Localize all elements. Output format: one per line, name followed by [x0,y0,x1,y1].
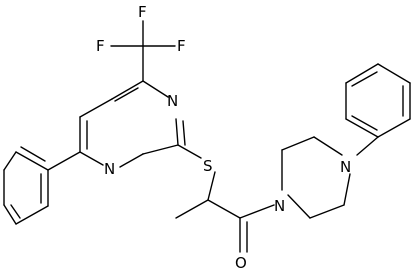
bond-bz-3-double [351,71,378,87]
bond-c6a-n1 [79,151,104,166]
bond-c4-c5-double [114,87,139,102]
atom-f-top: F [138,3,147,21]
piperazine-ring [281,136,351,219]
atom-n-piperazine-left: N [274,197,285,215]
atom-sulfur: S [203,157,213,175]
atom-f-left: F [96,37,105,55]
bond-ph-2 [3,151,17,171]
bond-c2-c2a [142,144,179,155]
bond-ch2-ring [377,118,411,138]
bond-c2a-n2-double [182,120,186,146]
bond-s-ch [207,171,216,201]
bond-n2-c4 [142,80,169,98]
bond-pz-3 [343,173,351,206]
bond-n1-c2 [119,153,144,168]
bond-bz-5 [345,118,379,138]
bond-pz-4 [313,136,343,156]
pyrimidine-ring [79,80,186,168]
bond-carbonyl-n [239,204,275,219]
bond-bz-3 [345,63,379,84]
phenyl-ring-left [3,146,81,225]
bond-ring-phenyl [47,151,81,171]
bond-ph-4 [3,204,17,225]
atom-n-ring-upper: N [167,92,178,110]
atom-n-piperazine-right: N [340,158,351,176]
bond-ph-4-double [10,204,21,219]
carbonyl-group [239,204,275,253]
bond-bz-2 [377,63,411,84]
bond-pz-2 [309,204,345,219]
atom-f-right: F [177,37,186,55]
bond-c2a-n2 [175,118,179,146]
bond-ch-carbonyl [207,199,241,219]
atom-n-ring-lower: N [104,160,115,178]
bond-pz-5 [281,136,315,151]
bond-ch-methyl [175,199,209,219]
bond-ph-1 [15,151,49,171]
benzyl-group [345,63,411,156]
bond-ph-5 [15,205,49,225]
bond-c2a-s [177,144,202,159]
bond-bz-5-double [351,115,378,131]
thioether-linker [175,144,241,219]
bond-c4-c5 [111,80,144,100]
bond-ph-1-double [20,146,46,162]
bond-n-ch2 [356,136,379,156]
bond-pz-1 [287,194,311,219]
atom-oxygen: O [235,254,247,272]
trifluoromethyl-group [110,20,176,82]
bond-c5-c6 [79,98,113,118]
